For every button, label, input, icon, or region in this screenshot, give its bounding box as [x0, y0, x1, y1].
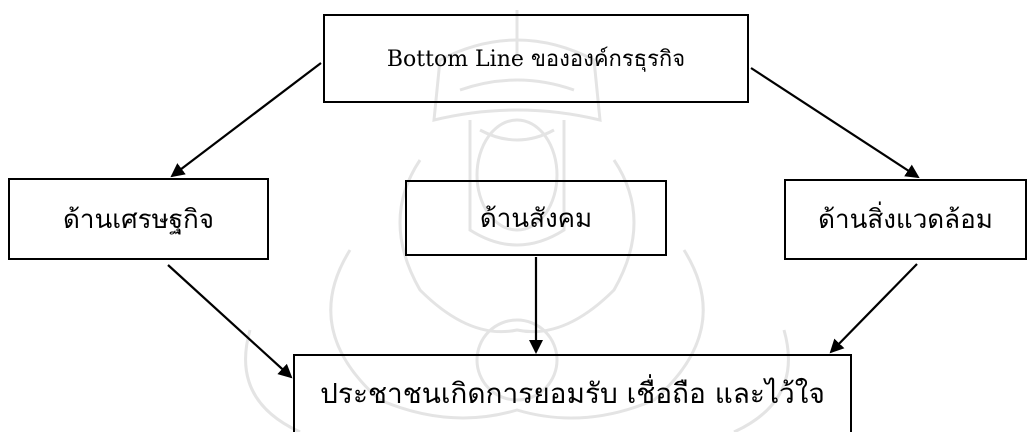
outcome-box: ประชาชนเกิดการยอมรับ เชื่อถือ และไว้ใจ: [293, 354, 852, 432]
arrow-top-to-economic: [170, 62, 322, 178]
arrow-top-to-environment: [750, 67, 920, 179]
economic-label: ด้านเศรษฐกิจ: [62, 204, 215, 235]
environment-box: ด้านสิ่งแวดล้อม: [784, 179, 1027, 260]
social-box: ด้านสังคม: [405, 180, 667, 256]
bottom-line-box: Bottom Line ขององค์กรธุรกิจ: [323, 14, 749, 103]
environment-label: ด้านสิ่งแวดล้อม: [818, 205, 993, 235]
outcome-label: ประชาชนเกิดการยอมรับ เชื่อถือ และไว้ใจ: [320, 377, 825, 410]
social-label: ด้านสังคม: [479, 203, 593, 234]
economic-box: ด้านเศรษฐกิจ: [8, 178, 269, 260]
arrow-environment-to-bottom: [829, 263, 918, 354]
arrow-economic-to-bottom: [167, 264, 293, 379]
bottom-line-label: Bottom Line ขององค์กรธุรกิจ: [386, 47, 686, 72]
